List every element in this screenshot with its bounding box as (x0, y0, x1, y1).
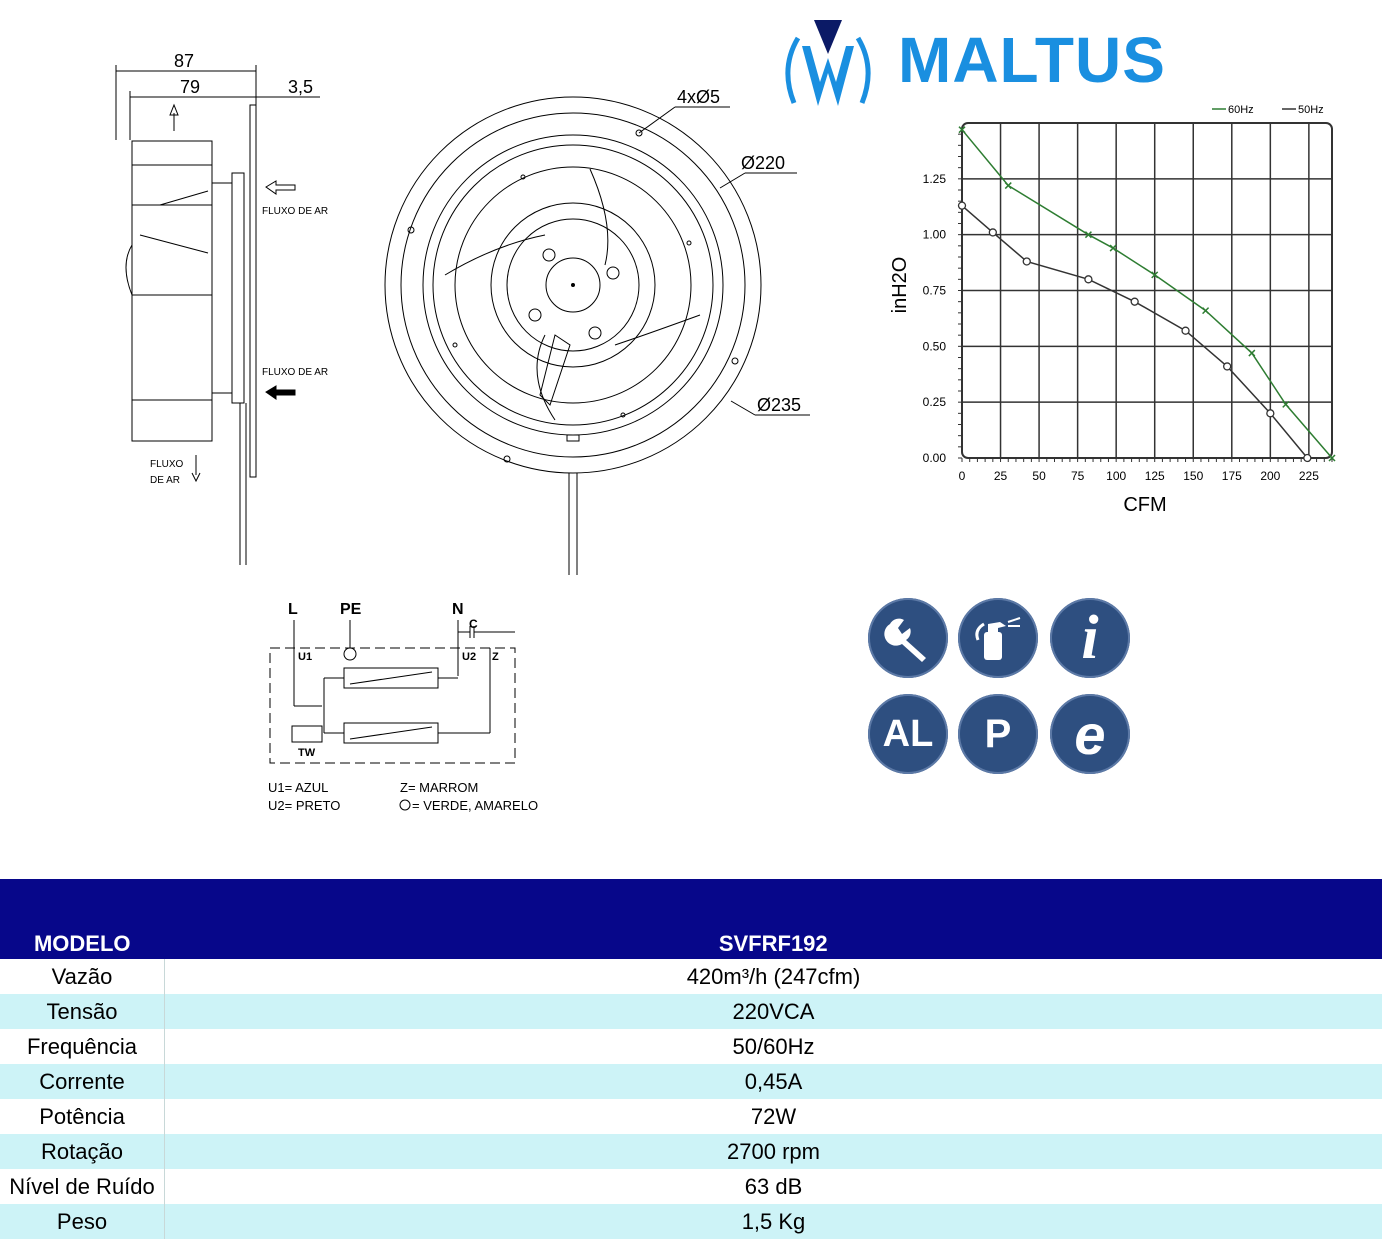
row-value: 72W (165, 1099, 1382, 1134)
airflow-label-2: FLUXO DE AR (262, 367, 328, 378)
p-icon: P (958, 694, 1038, 774)
dim-235: Ø235 (757, 395, 801, 415)
airflow-label-3b: DE AR (150, 475, 180, 486)
legend-z: Z= MARROM (400, 780, 478, 795)
row-value: 420m³/h (247cfm) (165, 959, 1382, 994)
point-50Hz (1267, 410, 1274, 417)
wiring-diagram: L PE N C U1 U2 Z TW U1= AZUL U2= PRETO Z… (260, 598, 570, 823)
info-icon: i (1050, 598, 1130, 678)
x-tick-label: 175 (1222, 469, 1242, 483)
wrench-icon (868, 598, 948, 678)
performance-chart: inH2O CFM 0 25 50 75 100 125 150 175 200 225 0.00 0… (880, 95, 1350, 525)
legend-label-50Hz: 50Hz (1298, 104, 1324, 116)
x-tick-label: 125 (1145, 469, 1165, 483)
fan-side-view: 87 79 3,5 FLUXO DE AR FLUXO DE AR FLUXO … (100, 45, 360, 575)
row-label: Nível de Ruído (0, 1169, 165, 1204)
row-value: 50/60Hz (165, 1029, 1382, 1064)
dim-79: 79 (180, 77, 200, 97)
point-50Hz (1085, 276, 1092, 283)
al-icon: AL (868, 694, 948, 774)
wire-U2: U2 (462, 651, 476, 663)
row-label: Frequência (0, 1029, 165, 1064)
x-tick-label: 75 (1071, 469, 1085, 483)
point-60Hz (1203, 308, 1209, 314)
row-value: 0,45A (165, 1064, 1382, 1099)
row-label: Tensão (0, 994, 165, 1029)
header-label: MODELO (0, 879, 165, 959)
dim-holes: 4xØ5 (677, 87, 720, 107)
legend-u2: U2= PRETO (268, 798, 340, 813)
legend-label-60Hz: 60Hz (1228, 104, 1254, 116)
chart-ylabel: inH2O (889, 257, 911, 314)
y-tick-label: 1.00 (923, 228, 947, 242)
x-tick-label: 0 (959, 469, 966, 483)
point-50Hz (989, 229, 996, 236)
point-60Hz (1005, 183, 1011, 189)
row-label: Vazão (0, 959, 165, 994)
dim-220: Ø220 (741, 153, 785, 173)
row-label: Peso (0, 1204, 165, 1239)
brand-name: MALTUS (898, 28, 1166, 92)
fan-front-view: 4xØ5 Ø220 Ø235 (375, 85, 825, 580)
row-label: Corrente (0, 1064, 165, 1099)
row-value: 1,5 Kg (165, 1204, 1382, 1239)
x-tick-label: 200 (1260, 469, 1280, 483)
x-tick-label: 50 (1032, 469, 1046, 483)
row-label: Rotação (0, 1134, 165, 1169)
e-icon: e (1050, 694, 1130, 774)
airflow-label-3a: FLUXO (150, 459, 184, 470)
x-tick-label: 25 (994, 469, 1008, 483)
wire-TW: TW (298, 747, 316, 759)
point-50Hz (1224, 363, 1231, 370)
wire-Z: Z (492, 651, 499, 663)
chart-xlabel: CFM (1123, 494, 1166, 516)
point-50Hz (959, 202, 966, 209)
x-tick-label: 150 (1183, 469, 1203, 483)
point-60Hz (1110, 245, 1116, 251)
wire-PE: PE (340, 601, 362, 618)
y-tick-label: 0.50 (923, 339, 947, 353)
y-tick-label: 0.75 (923, 284, 947, 298)
table-header-row: MODELO SVFRF192 (0, 879, 1382, 959)
row-label: Potência (0, 1099, 165, 1134)
x-tick-label: 100 (1106, 469, 1126, 483)
y-tick-label: 0.25 (923, 395, 947, 409)
row-value: 220VCA (165, 994, 1382, 1029)
point-50Hz (1304, 455, 1311, 462)
legend-ground: = VERDE, AMARELO (412, 798, 538, 813)
dim-3-5: 3,5 (288, 77, 313, 97)
wire-N: N (452, 601, 464, 618)
series-line-50Hz (962, 206, 1307, 458)
wire-C: C (469, 617, 478, 631)
row-value: 2700 rpm (165, 1134, 1382, 1169)
ground-icon (400, 800, 410, 810)
airflow-label-1: FLUXO DE AR (262, 206, 328, 217)
y-tick-label: 1.25 (923, 172, 947, 186)
row-value: 63 dB (165, 1169, 1382, 1204)
point-50Hz (1131, 298, 1138, 305)
wire-U1: U1 (298, 651, 312, 663)
point-50Hz (1023, 258, 1030, 265)
point-50Hz (1182, 327, 1189, 334)
wire-L: L (288, 601, 298, 618)
point-60Hz (1249, 350, 1255, 356)
y-tick-label: 0.00 (923, 451, 947, 465)
x-tick-label: 225 (1299, 469, 1319, 483)
dim-87: 87 (174, 51, 194, 71)
legend-u1: U1= AZUL (268, 780, 328, 795)
header-value: SVFRF192 (165, 879, 1382, 959)
spray-icon (958, 598, 1038, 678)
